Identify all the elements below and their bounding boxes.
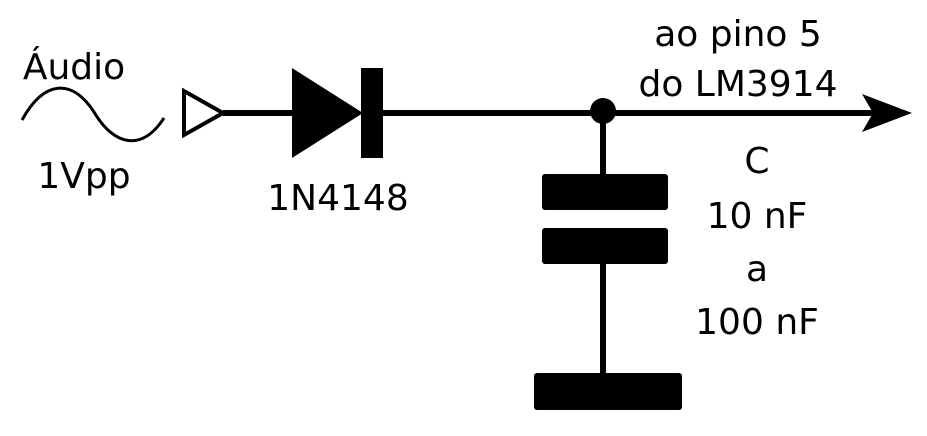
output-arrow-icon <box>862 94 912 132</box>
diode-part-label: 1N4148 <box>267 178 408 219</box>
ground-bar-icon <box>534 373 682 410</box>
capacitor-name-label: C <box>744 141 769 182</box>
diode-cathode-bar-icon <box>361 68 383 158</box>
output-label-line2: do LM3914 <box>638 64 837 105</box>
output-label-line1: ao pino 5 <box>654 14 822 55</box>
capacitor-range-connector-label: a <box>746 249 768 290</box>
capacitor-min-value-label: 10 nF <box>707 196 808 237</box>
capacitor-plate-top-icon <box>542 174 668 210</box>
audio-amplitude-label: 1Vpp <box>37 156 130 197</box>
sine-wave-icon <box>20 86 166 143</box>
capacitor-max-value-label: 100 nF <box>695 302 819 343</box>
input-terminal-icon <box>182 87 228 139</box>
capacitor-plate-bottom-icon <box>542 228 668 264</box>
diode-triangle-icon <box>292 68 363 158</box>
audio-label: Áudio <box>23 46 125 88</box>
